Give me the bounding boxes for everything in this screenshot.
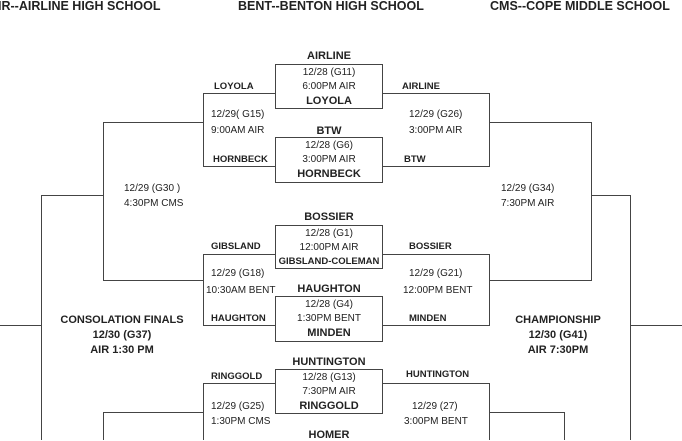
- right-team-huntington: HUNTINGTON: [406, 369, 470, 380]
- consolation-game-id: 12/30 (G37): [92, 329, 152, 341]
- consolation-time: AIR 1:30 PM: [90, 344, 154, 356]
- legend-benton: BENT--BENTON HIGH SCHOOL: [238, 0, 424, 13]
- game-g30-time: 4:30PM CMS: [124, 198, 184, 209]
- game-g25-id: 12/29 (G25): [211, 401, 265, 412]
- game-g26-time: 3:00PM AIR: [409, 125, 463, 136]
- left-team-haughton: HAUGHTON: [211, 313, 266, 324]
- game-g18-id: 12/29 (G18): [211, 268, 265, 279]
- team-loyola: LOYOLA: [306, 95, 352, 107]
- game-g34-id: 12/29 (G34): [501, 183, 555, 194]
- game-g30-id: 12/29 (G30 ): [124, 183, 181, 194]
- game-g26-id: 12/29 (G26): [409, 109, 463, 120]
- right-team-btw: BTW: [404, 154, 426, 165]
- right-team-airline: AIRLINE: [402, 81, 440, 92]
- team-gibsland-coleman: GIBSLAND-COLEMAN: [278, 256, 380, 267]
- game-g6: 12/28 (G6) 3:00PM AIR HORNBECK: [275, 137, 383, 183]
- game-id: 12/28 (G13): [302, 372, 356, 383]
- game-time: 6:00PM AIR: [302, 81, 356, 92]
- team-homer: HOMER: [308, 429, 350, 441]
- game-g25-time: 1:30PM CMS: [211, 416, 271, 427]
- championship-title: CHAMPIONSHIP: [515, 314, 601, 326]
- game-g15-id: 12/29( G15): [211, 109, 265, 120]
- game-g18-time: 10:30AM BENT: [206, 285, 276, 296]
- left-team-loyola: LOYOLA: [214, 81, 254, 92]
- game-g13: 12/28 (G13) 7:30PM AIR RINGGOLD: [275, 369, 383, 414]
- legend-cope: CMS--COPE MIDDLE SCHOOL: [490, 0, 670, 13]
- game-time: 7:30PM AIR: [302, 386, 356, 397]
- game-g21-time: 12:00PM BENT: [403, 285, 473, 296]
- team-huntington: HUNTINGTON: [292, 356, 366, 368]
- game-g21-id: 12/29 (G21): [409, 268, 463, 279]
- game-id: 12/28 (G1): [305, 228, 353, 239]
- team-minden: MINDEN: [307, 327, 351, 339]
- game-g34-time: 7:30PM AIR: [501, 198, 555, 209]
- team-bossier: BOSSIER: [304, 211, 354, 223]
- game-g11: 12/28 (G11) 6:00PM AIR LOYOLA: [275, 64, 383, 109]
- game-g1: 12/28 (G1) 12:00PM AIR GIBSLAND-COLEMAN: [275, 225, 383, 269]
- game-id: 12/28 (G6): [305, 140, 353, 151]
- left-team-gibsland: GIBSLAND: [211, 241, 261, 252]
- game-id: 12/28 (G4): [305, 299, 353, 310]
- game-g4: 12/28 (G4) 1:30PM BENT MINDEN: [275, 296, 383, 342]
- team-haughton: HAUGHTON: [297, 283, 361, 295]
- consolation-title: CONSOLATION FINALS: [60, 314, 184, 326]
- game-time: 3:00PM AIR: [302, 154, 356, 165]
- team-hornbeck: HORNBECK: [297, 168, 361, 180]
- game-time: 1:30PM BENT: [297, 313, 361, 324]
- right-team-bossier: BOSSIER: [409, 241, 452, 252]
- left-team-hornbeck: HORNBECK: [213, 154, 268, 165]
- championship-game-id: 12/30 (G41): [528, 329, 588, 341]
- team-btw: BTW: [316, 125, 342, 137]
- game-g15-time: 9:00AM AIR: [211, 125, 265, 136]
- team-airline: AIRLINE: [307, 50, 351, 62]
- game-time: 12:00PM AIR: [299, 242, 359, 253]
- game-g27-id: 12/29 (27): [412, 401, 458, 412]
- game-id: 12/28 (G11): [302, 67, 356, 78]
- championship-time: AIR 7:30PM: [527, 344, 589, 356]
- team-ringgold: RINGGOLD: [299, 400, 359, 412]
- legend-airline: IR--AIRLINE HIGH SCHOOL: [0, 0, 161, 13]
- right-team-minden: MINDEN: [409, 313, 447, 324]
- left-team-ringgold: RINGGOLD: [211, 371, 263, 382]
- game-g27-time: 3:00PM BENT: [404, 416, 468, 427]
